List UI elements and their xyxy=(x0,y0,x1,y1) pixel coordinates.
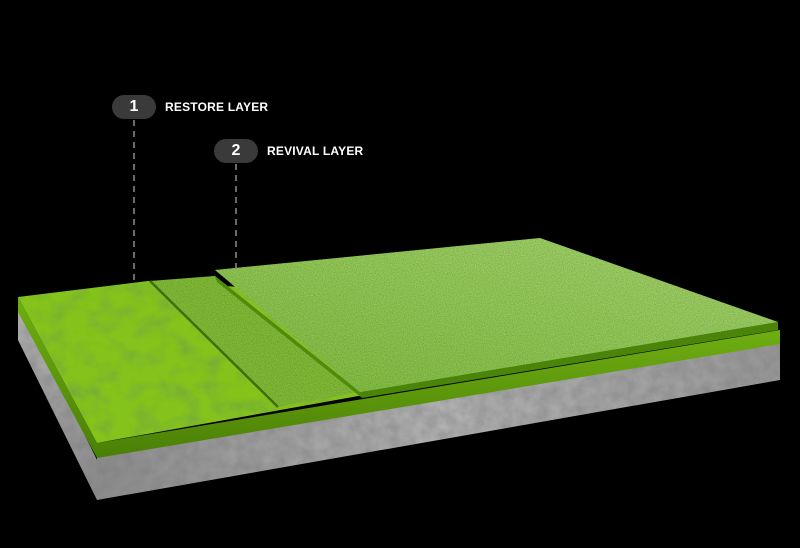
base-coat-front-edge xyxy=(97,330,780,458)
base-coat-side-edge xyxy=(18,297,97,458)
concrete-slab-front xyxy=(97,338,780,500)
concrete-slab-side xyxy=(18,300,97,500)
restore-layer-callout: 1 RESTORE LAYER xyxy=(112,95,268,119)
restore-layer-surface xyxy=(150,276,360,407)
layer-number-badge: 2 xyxy=(214,139,258,163)
revival-layer-label: REVIVAL LAYER xyxy=(267,144,364,158)
layer-number-badge: 1 xyxy=(112,95,156,119)
restore-layer-edge xyxy=(149,280,279,408)
revival-layer-edge xyxy=(215,276,362,398)
restore-layer-label: RESTORE LAYER xyxy=(165,100,269,114)
revival-layer-callout: 2 REVIVAL LAYER xyxy=(214,139,363,163)
revival-layer-surface xyxy=(215,238,778,392)
revival-layer-front-edge xyxy=(360,322,778,398)
